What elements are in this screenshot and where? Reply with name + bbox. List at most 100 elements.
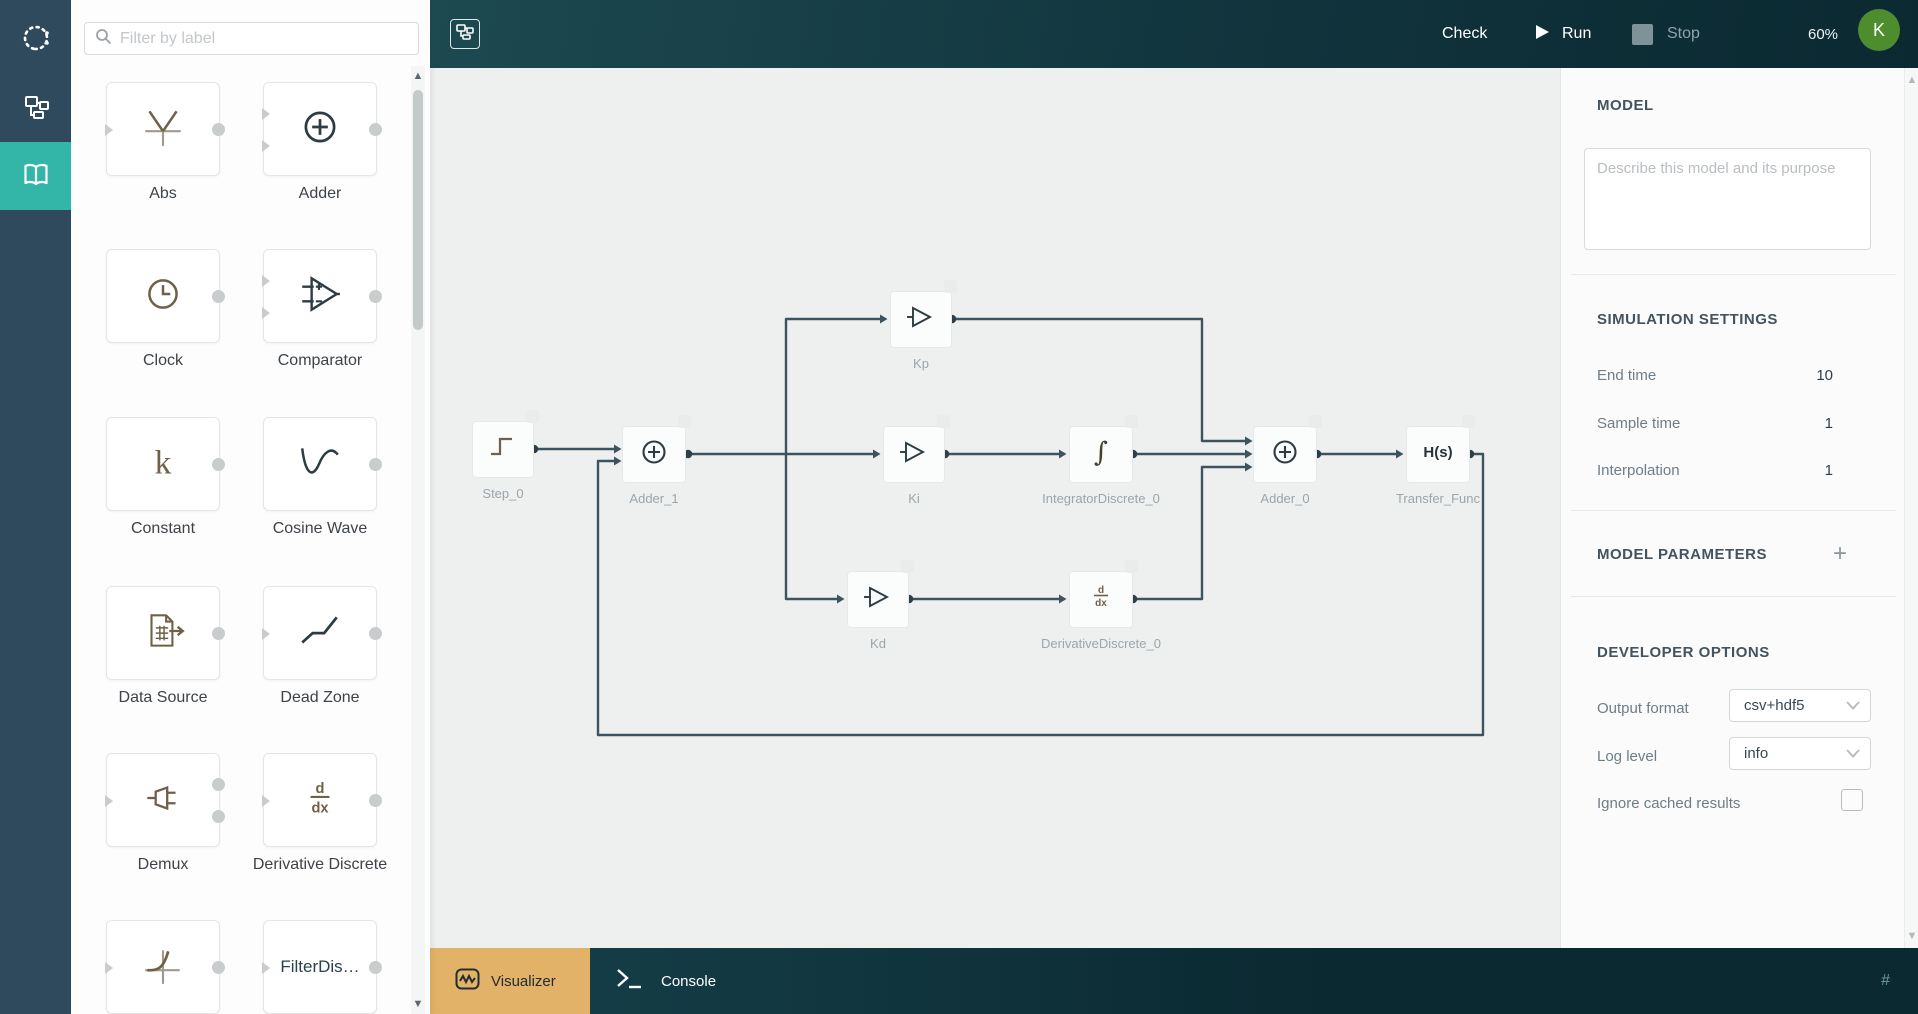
library-block-abs[interactable] [105,82,225,176]
library-block-filterdis-[interactable]: FilterDis… [262,920,382,1014]
library-block-cosine-wave[interactable] [263,417,382,511]
check-button[interactable]: Check [1430,0,1499,68]
library-block-comparator[interactable] [262,249,382,343]
canvas-node-kp[interactable] [890,291,952,348]
run-button[interactable]: Run [1525,0,1601,68]
log-level-select[interactable]: info [1729,737,1871,770]
user-avatar[interactable]: K [1858,9,1900,51]
library-block-dead-zone[interactable] [262,586,382,680]
canvas-node-integratordiscrete_0[interactable]: ∫ [1069,426,1133,483]
sidebar-item-library[interactable] [0,142,71,210]
input-port-arrow[interactable] [880,314,888,324]
stop-button[interactable]: Stop [1622,0,1710,68]
library-block-block[interactable] [105,920,225,1014]
input-port-arrow[interactable] [614,456,622,466]
sample-time-label: Sample time [1597,415,1681,432]
library-scrollbar[interactable]: ▲ ▼ [411,66,425,1014]
output-port[interactable] [369,794,382,807]
input-port[interactable] [105,124,113,136]
app-rail [0,0,71,1014]
output-port[interactable] [369,290,382,303]
scroll-up-icon[interactable]: ▲ [412,70,424,82]
canvas-node-ki[interactable] [883,426,945,483]
canvas-node-kd[interactable] [847,571,909,628]
input-port-arrow[interactable] [614,444,622,454]
scroll-down-icon[interactable]: ▼ [412,998,424,1010]
canvas-node-adder_1[interactable] [622,426,686,483]
output-port[interactable] [212,778,225,792]
input-port-arrow[interactable] [1059,449,1067,459]
input-port[interactable] [262,795,270,807]
model-canvas[interactable]: +-+++ Step_0Adder_1KpKiKd∫IntegratorDisc… [430,68,1560,948]
end-time-value[interactable]: 10 [1816,367,1833,384]
step-icon [486,430,520,469]
wire[interactable] [784,317,880,454]
canvas-node-step_0[interactable] [472,421,534,478]
sidebar-item-model-tree[interactable] [0,74,71,142]
input-port-arrow[interactable] [1396,449,1404,459]
diagram-view-button[interactable] [450,19,480,49]
wire[interactable] [1135,465,1245,601]
properties-panel: MODEL SIMULATION SETTINGS End time 10 Sa… [1560,68,1905,948]
library-block-constant[interactable]: k [106,417,225,511]
input-port[interactable] [105,795,113,807]
app-logo[interactable] [0,6,71,74]
output-format-select[interactable]: csv+hdf5 [1729,689,1871,722]
canvas-node-transfer_func[interactable]: H(s) [1406,426,1470,483]
input-port[interactable] [262,306,270,319]
library-block-label: Adder [298,185,342,202]
wire[interactable] [784,454,837,601]
model-description-input[interactable] [1584,148,1871,250]
transfer-icon: H(s) [1416,441,1460,468]
zoom-level[interactable]: 60% [1808,0,1838,68]
output-port[interactable] [369,961,382,974]
ignore-cache-checkbox[interactable] [1841,789,1863,811]
output-port[interactable] [212,961,225,974]
input-port[interactable] [262,628,270,640]
stop-label: Stop [1667,25,1700,42]
sample-time-value[interactable]: 1 [1824,415,1833,432]
output-port[interactable] [212,458,225,471]
library-search[interactable] [84,22,419,55]
wire[interactable] [954,317,1245,443]
input-port[interactable] [105,962,113,974]
library-block-label: Data Source [118,689,208,706]
input-port-arrow[interactable] [1245,436,1253,446]
search-input[interactable] [120,29,390,48]
output-port[interactable] [212,290,225,303]
add-parameter-button[interactable]: + [1833,540,1848,567]
output-port[interactable] [369,123,382,136]
canvas-node-adder_0[interactable] [1253,426,1317,483]
library-block-adder[interactable] [262,82,382,176]
library-block-demux[interactable] [105,753,225,847]
input-port-arrow[interactable] [1059,594,1067,604]
input-port-arrow[interactable] [1245,449,1253,459]
interpolation-value[interactable]: 1 [1824,462,1833,479]
output-port[interactable] [212,123,225,136]
library-block-clock[interactable] [106,249,225,343]
input-port[interactable] [262,962,270,974]
wire[interactable] [596,452,1485,737]
input-port-arrow[interactable] [1245,462,1253,472]
tab-console[interactable]: Console [590,948,850,1014]
tab-visualizer[interactable]: Visualizer [430,948,590,1014]
input-port[interactable] [262,275,270,288]
panel-scrollbar[interactable]: ▲ ▼ [1904,68,1918,948]
scroll-down-icon[interactable]: ▼ [1906,930,1918,942]
input-port[interactable] [262,139,270,152]
exponent-icon [140,942,186,993]
input-port-arrow[interactable] [837,594,845,604]
output-port[interactable] [369,627,382,640]
library-block-data-source[interactable] [106,586,225,680]
scroll-up-icon[interactable]: ▲ [1906,74,1918,86]
input-port-arrow[interactable] [873,449,881,459]
wire-layer: +-+++ [529,314,1485,737]
stop-icon [1632,23,1653,45]
library-scrollbar-thumb[interactable] [413,90,423,330]
input-port[interactable] [262,108,270,121]
output-port[interactable] [212,627,225,640]
output-port[interactable] [369,458,382,471]
output-port[interactable] [212,809,225,823]
